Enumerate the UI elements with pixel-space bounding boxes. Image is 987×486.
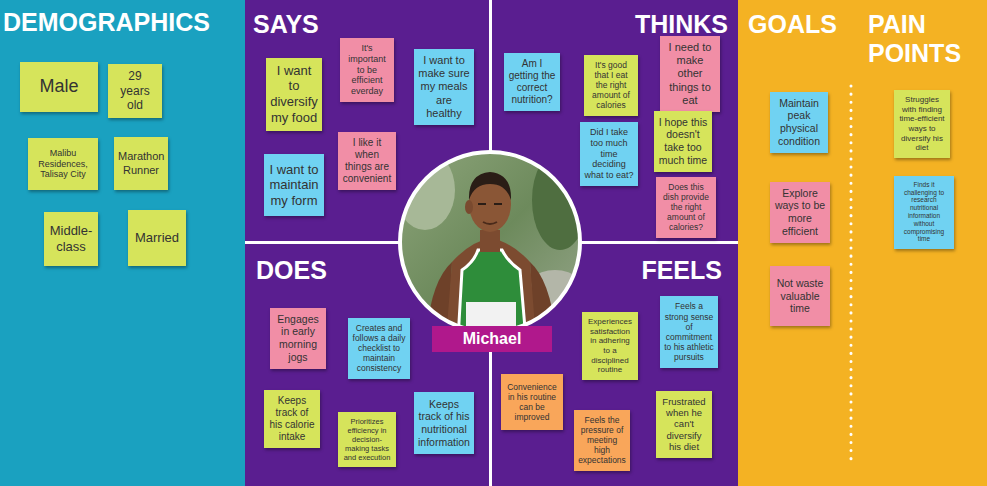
sticky-note: Prioritizes efficiency in decision-makin… <box>338 412 396 467</box>
map-section: THINKS Am I getting the correct nutrition… <box>492 0 738 241</box>
sticky-note: I hope this doesn't take too much time <box>654 111 712 172</box>
note-text: Convenience in his routine can be improv… <box>505 382 559 423</box>
demographics-ground <box>0 0 245 486</box>
note-text: 29 years old <box>112 69 158 112</box>
note-text: Prioritizes efficiency in decision-makin… <box>342 417 392 462</box>
note-text: Marathon Runner <box>118 150 164 176</box>
map-section: PAIN POINTS Struggles with finding time-e… <box>862 0 987 486</box>
section-heading: FEELS <box>508 256 722 285</box>
sticky-note: Frustrated when he can't diversify his d… <box>656 391 712 458</box>
sticky-note: Marathon Runner <box>114 137 168 190</box>
note-text: Am I getting the correct nutrition? <box>508 58 556 106</box>
note-text: Creates and follows a daily checklist to… <box>352 323 406 374</box>
sticky-note: Explore ways to be more efficient <box>770 182 830 243</box>
section-heading: GOALS <box>748 10 845 39</box>
sticky-note: It's good that I eat the right amount of… <box>584 55 638 116</box>
runner-mouth <box>483 222 497 224</box>
note-text: Frustrated when he can't diversify his d… <box>660 396 708 453</box>
persona-name-tag: Michael <box>432 326 552 352</box>
runner-hair <box>469 172 511 200</box>
note-text: Feels a strong sense of commitment to hi… <box>664 301 714 362</box>
sticky-note: Middle-class <box>44 212 98 266</box>
map-section: SAYS I want to diversify my food It's impo… <box>245 0 489 241</box>
sticky-note: Married <box>128 210 186 266</box>
note-text: Does this dish provide the right amount … <box>660 182 712 233</box>
sticky-note: It's important to be efficient everday <box>340 38 394 102</box>
note-text: Feels the pressure of meeting high expec… <box>578 415 626 466</box>
sticky-note: Creates and follows a daily checklist to… <box>348 318 410 379</box>
note-text: Struggles with finding time-efficient wa… <box>898 95 946 153</box>
sticky-note: I like it when things are convenient <box>338 132 396 190</box>
map-section: DOES Engages in early morning jogs Creates… <box>245 244 489 486</box>
sticky-note: I want to diversify my food <box>266 58 322 131</box>
map-section: GOALS Maintain peak physical conditionExp… <box>738 0 851 486</box>
note-text: Experiences satisfaction in adhering to … <box>586 317 634 375</box>
quadrant-ground <box>245 0 738 486</box>
sticky-note: Convenience in his routine can be improv… <box>501 374 563 430</box>
note-text: I hope this doesn't take too much time <box>658 116 708 166</box>
note-text: It's important to be efficient everday <box>344 43 390 97</box>
note-text: I like it when things are convenient <box>342 137 392 185</box>
sticky-note: Keeps track of his calorie intake <box>264 390 320 448</box>
note-text: Explore ways to be more efficient <box>774 187 826 237</box>
sticky-note: Keeps track of his nutritional informati… <box>414 392 474 454</box>
dotted-divider <box>850 86 853 466</box>
runner-neck <box>480 230 500 252</box>
note-text: Middle-class <box>48 223 94 254</box>
note-text: Finds it challenging to research nutriti… <box>898 181 950 243</box>
sticky-note: Engages in early morning jogs <box>270 308 326 369</box>
portrait-ring <box>400 152 580 332</box>
sticky-note: Malibu Residences, Talisay City <box>28 138 98 190</box>
section-heading: SAYS <box>253 10 481 39</box>
note-text: Did I take too much time deciding what t… <box>584 127 634 181</box>
sticky-note: Finds it challenging to research nutriti… <box>894 176 954 249</box>
sticky-note: I want to maintain my form <box>264 154 324 216</box>
note-text: Male <box>24 76 94 98</box>
sticky-note: Male <box>20 62 98 112</box>
note-text: I want to diversify my food <box>270 63 318 125</box>
note-text: Keeps track of his calorie intake <box>268 395 316 443</box>
sticky-note: Not waste valuable time <box>770 266 830 326</box>
note-text: I want to make sure my meals are healthy <box>418 54 470 120</box>
note-text: Not waste valuable time <box>774 277 826 315</box>
section-heading: DOES <box>256 256 478 285</box>
goals-ground <box>738 0 987 486</box>
sticky-note: Feels a strong sense of commitment to hi… <box>660 296 718 368</box>
note-text: Keeps track of his nutritional informati… <box>418 398 470 448</box>
persona-name: Michael <box>463 330 522 348</box>
sticky-note: Did I take too much time deciding what t… <box>580 122 638 186</box>
sticky-note: Am I getting the correct nutrition? <box>504 53 560 111</box>
sticky-note: Experiences satisfaction in adhering to … <box>582 312 638 380</box>
note-text: I want to maintain my form <box>268 162 320 209</box>
sticky-note: Struggles with finding time-efficient wa… <box>894 90 950 158</box>
section-heading: THINKS <box>502 10 728 39</box>
section-heading: PAIN POINTS <box>868 10 981 68</box>
sticky-note: Does this dish provide the right amount … <box>656 177 716 238</box>
map-section: FEELS Experiences satisfaction in adherin… <box>492 244 738 486</box>
note-text: Malibu Residences, Talisay City <box>32 148 94 180</box>
runner-eyes <box>478 203 502 205</box>
note-text: Engages in early morning jogs <box>274 313 322 363</box>
runner-ear <box>465 200 473 214</box>
note-text: It's good that I eat the right amount of… <box>588 60 634 111</box>
note-text: Maintain peak physical condition <box>774 97 824 147</box>
sticky-note: Feels the pressure of meeting high expec… <box>574 410 630 471</box>
note-text: Married <box>132 230 182 246</box>
sticky-note: I want to make sure my meals are healthy <box>414 49 474 125</box>
sticky-note: I need to make other things to eat <box>660 36 720 112</box>
map-section: DEMOGRAPHICS Male 29 years oldMalibu Resid… <box>0 0 245 486</box>
note-text: I need to make other things to eat <box>664 41 716 107</box>
section-heading: DEMOGRAPHICS <box>3 8 242 37</box>
sticky-note: Maintain peak physical condition <box>770 92 828 153</box>
sticky-note: 29 years old <box>108 64 162 118</box>
portrait-photo <box>395 148 590 340</box>
